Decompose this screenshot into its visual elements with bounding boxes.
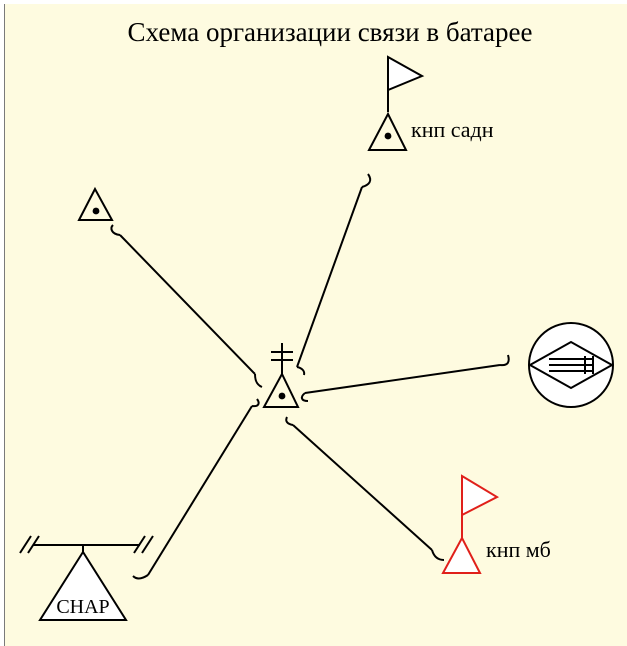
flag-icon (387, 55, 425, 112)
flag-icon (461, 474, 500, 540)
observation-post-icon (441, 535, 482, 574)
knp-sadn-label: кнп садн (411, 117, 494, 142)
cable-connector-icon (110, 173, 510, 580)
connection-lines (119, 186, 501, 576)
line-to-left-post (119, 234, 256, 375)
knp-mb-node: кнп мб (441, 474, 551, 574)
diagram-panel (4, 4, 627, 646)
observation-post-icon (367, 111, 408, 151)
snar-node: СНАР (19, 535, 154, 621)
central-post-icon (262, 343, 300, 408)
line-to-knp-mb (292, 424, 433, 551)
line-to-snar (147, 405, 253, 576)
radar-station-icon (38, 550, 128, 621)
knp-mb-label: кнп мб (486, 537, 551, 562)
snar-label: СНАР (56, 596, 109, 618)
knp-sadn-node: кнп садн (367, 55, 494, 151)
radio-station-icon (527, 322, 615, 408)
diagram-title: Схема организации связи в батарее (128, 17, 533, 47)
line-to-knp-sadn (296, 186, 363, 368)
observation-post-icon (77, 186, 114, 221)
line-to-radio-station (304, 364, 501, 394)
